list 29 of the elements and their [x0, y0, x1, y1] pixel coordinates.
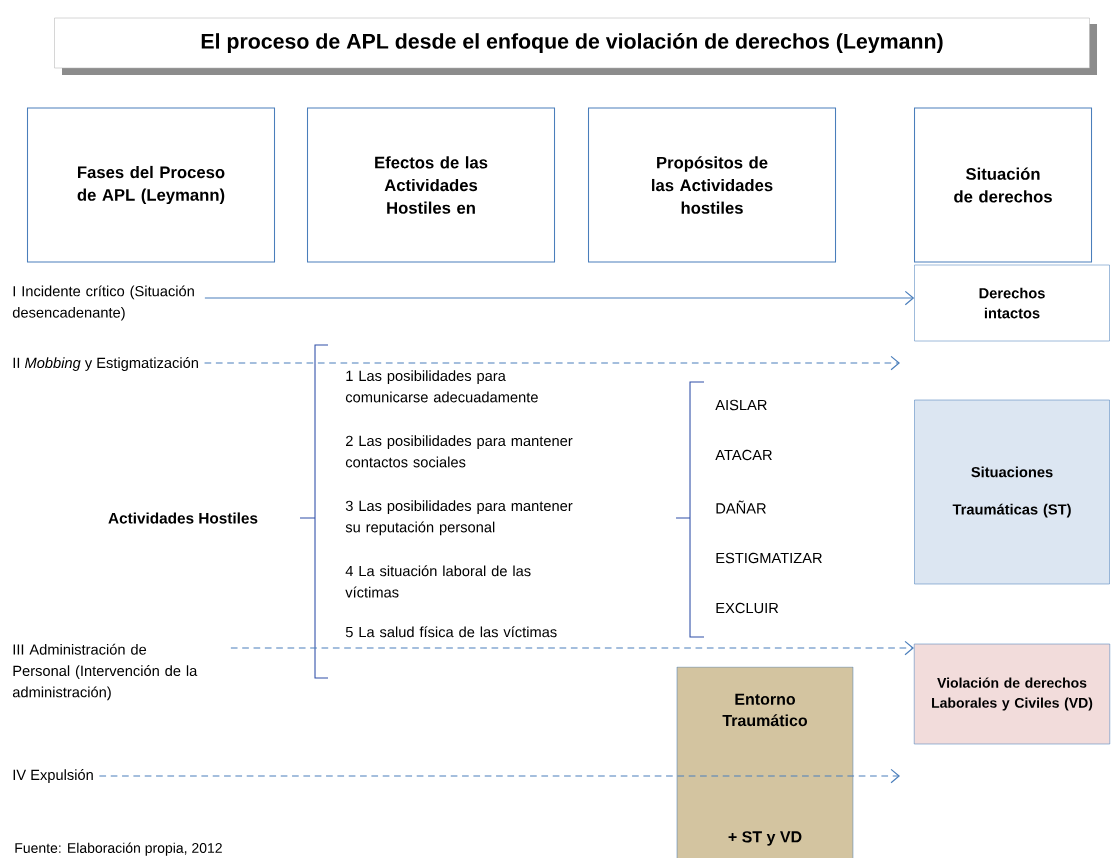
arrow — [204, 290, 915, 306]
list-item: 3 Las posibilidades para mantener su reputación personal — [345, 500, 573, 536]
purpose-label: AISLAR — [715, 399, 767, 411]
column-header-box: Efectos de las Actividades Hostiles en — [306, 107, 556, 263]
dashed-arrow — [98, 768, 900, 784]
column-header-box: Fases del Proceso de APL (Leymann) — [26, 107, 276, 263]
purpose-label: DAÑAR — [716, 500, 766, 514]
status-box: Violación de derechos Laborales y Civiles (VD) — [913, 643, 1111, 745]
status-box: Situaciones Traumáticas (ST) — [914, 399, 1110, 585]
dashed-arrow — [230, 640, 914, 656]
environment-box: Entorno Traumático + ST y VD — [676, 666, 854, 858]
purpose-label: EXCLUIR — [716, 602, 779, 614]
purpose-label: ESTIGMATIZAR — [716, 552, 822, 564]
purpose-label: ATACAR — [715, 449, 772, 461]
phase-label: III Administración de Personal (Intervención de la administración) — [12, 643, 198, 701]
dashed-arrow — [203, 355, 900, 371]
source-note: Fuente: Elaboración propia, 2012 — [15, 842, 222, 856]
list-item: 4 La situación laboral de las víctimas — [345, 565, 531, 598]
column-header-box: Propósitos de las Actividades hostiles — [587, 107, 837, 263]
phase-label: IV Expulsión — [13, 769, 93, 783]
phase-label: I Incidente crítico (Situación desencadenante) — [12, 285, 194, 321]
list-item: 1 Las posibilidades para comunicarse adecuadamente — [345, 370, 538, 403]
status-box: Derechos intactos — [914, 264, 1110, 342]
list-item: 5 La salud física de las víctimas — [345, 626, 557, 638]
column-header-box: Situación de derechos — [913, 107, 1093, 263]
phase-label: II Mobbing y Estigmatización — [13, 357, 198, 371]
activity-label: Actividades Hostiles — [108, 512, 258, 524]
title-banner: El proceso de APL desde el enfoque de violación de derechos (Leymann) — [54, 17, 1097, 75]
list-item: 2 Las posibilidades para mantener contactos sociales — [345, 435, 573, 468]
